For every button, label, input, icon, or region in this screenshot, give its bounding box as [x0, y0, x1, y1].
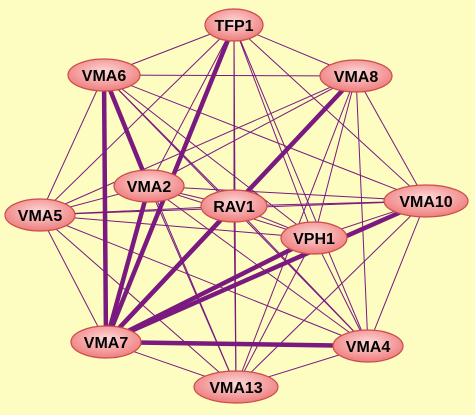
edge-vma8-vph1 [313, 75, 357, 239]
node-label: RAV1 [213, 199, 255, 216]
edge-vma2-vma13 [148, 185, 237, 388]
edge-tfp1-vma2 [148, 24, 235, 187]
edge-vma5-vma7 [39, 214, 107, 343]
node-shape [193, 370, 279, 404]
node-vma8[interactable]: VMA8 [319, 59, 393, 93]
node-shape [200, 189, 268, 223]
node-vma4[interactable]: VMA4 [332, 329, 404, 363]
node-rav1[interactable]: RAV1 [200, 189, 268, 223]
edge-vma6-vph1 [103, 74, 315, 239]
edge-vma7-vma4 [103, 339, 371, 349]
edge-vma10-vma7 [103, 198, 429, 345]
edge-vma6-vma8 [103, 74, 357, 77]
node-vma2[interactable]: VMA2 [113, 169, 185, 203]
node-shape [280, 221, 348, 255]
edge-vma5-vma4 [39, 214, 369, 347]
edge-vma10-vma4 [367, 200, 427, 347]
edge-vma6-vma5 [39, 74, 105, 216]
edge-vma8-vma4 [355, 75, 369, 347]
node-label: VMA7 [84, 335, 129, 352]
node-vma5[interactable]: VMA5 [4, 198, 76, 232]
node-shape [67, 58, 141, 92]
edge-tfp1-vph1 [233, 24, 315, 239]
edge-vph1-vma4 [313, 237, 369, 347]
node-label: VMA6 [82, 68, 127, 85]
node-vma7[interactable]: VMA7 [70, 325, 142, 359]
node-label: VMA2 [127, 179, 172, 196]
node-shape [332, 329, 404, 363]
edge-vma6-vma10 [103, 74, 427, 202]
edge-vma6-vma7 [101, 72, 109, 345]
node-vma13[interactable]: VMA13 [193, 370, 279, 404]
node-label: VMA5 [18, 208, 63, 225]
edge-vma2-vma7 [103, 183, 152, 345]
node-vma10[interactable]: VMA10 [383, 184, 469, 218]
edge-vma8-vma2 [148, 75, 357, 187]
edge-tfp1-vma5 [39, 24, 235, 216]
edge-rav1-vma13 [233, 205, 237, 388]
edge-vph1-vma13 [235, 237, 315, 388]
node-shape [383, 184, 469, 218]
node-shape [4, 198, 76, 232]
node-vph1[interactable]: VPH1 [280, 221, 348, 255]
node-shape [319, 59, 393, 93]
node-vma6[interactable]: VMA6 [67, 58, 141, 92]
edge-vma2-vma10 [148, 185, 427, 202]
node-shape [113, 169, 185, 203]
edge-vma8-vma10 [355, 75, 427, 202]
edge-tfp1-vma10 [233, 24, 427, 202]
edge-vma10-vma13 [235, 200, 427, 388]
node-label: TFP1 [214, 18, 253, 35]
node-tfp1[interactable]: TFP1 [204, 8, 264, 42]
edge-vma5-vph1 [39, 214, 315, 239]
node-shape [70, 325, 142, 359]
node-label: VMA4 [346, 339, 391, 356]
node-shape [204, 8, 264, 42]
edge-vma8-vma5 [39, 75, 357, 216]
node-label: VMA8 [334, 69, 379, 86]
edge-vph1-vma7 [103, 235, 317, 345]
node-label: VMA10 [399, 194, 452, 211]
edge-tfp1-vma4 [233, 24, 369, 347]
node-label: VPH1 [293, 231, 335, 248]
node-label: VMA13 [209, 380, 262, 397]
edge-rav1-vma4 [233, 205, 369, 347]
edge-rav1-vma7 [103, 203, 237, 345]
edge-vma5-vma13 [39, 214, 237, 388]
